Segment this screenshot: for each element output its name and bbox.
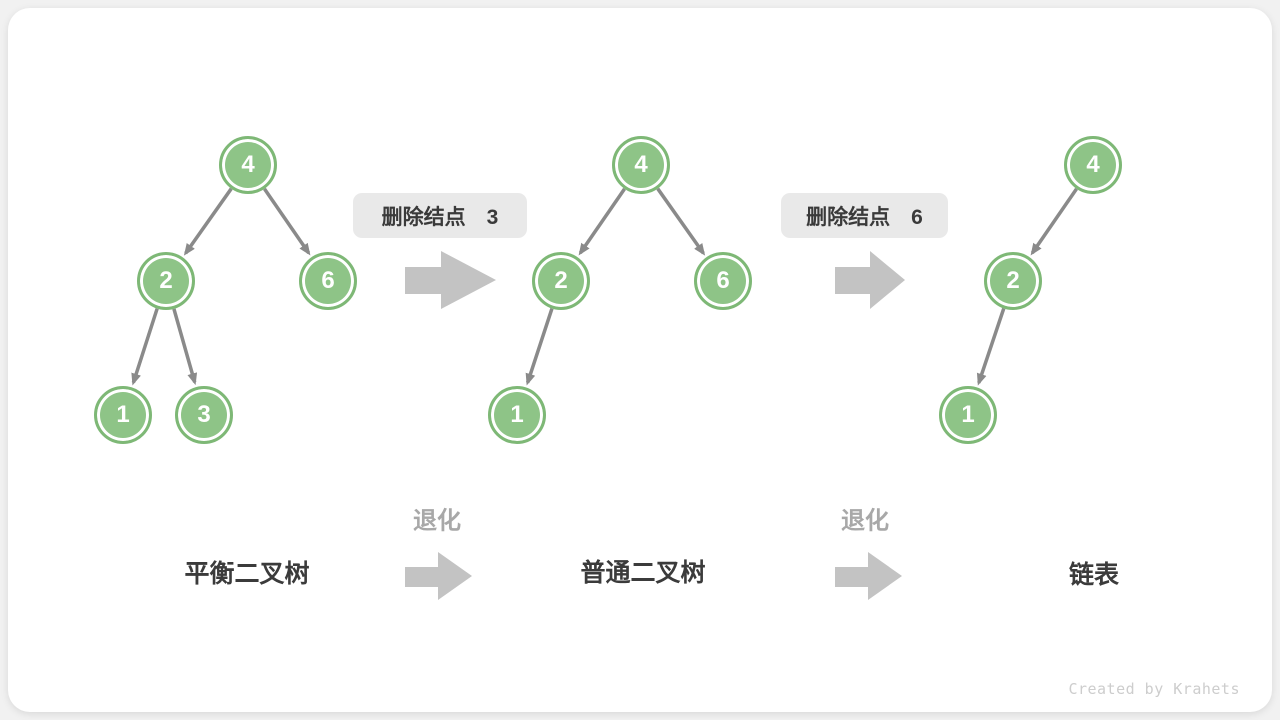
tree-1-node-6: 6 (299, 252, 357, 310)
tree-3-node-2: 2 (984, 252, 1042, 310)
tree-2-node-4: 4 (612, 136, 670, 194)
credit-watermark: Created by Krahets (1068, 680, 1240, 698)
diagram-card (8, 8, 1272, 712)
step-label-delete-3: 删除结点 3 (353, 193, 527, 238)
tree-1-node-4: 4 (219, 136, 277, 194)
transition-label-degrade-2: 退化 (841, 507, 889, 535)
tree-1-node-2: 2 (137, 252, 195, 310)
tree-2-node-1: 1 (488, 386, 546, 444)
tree-1-node-1: 1 (94, 386, 152, 444)
transition-label-degrade-1: 退化 (413, 507, 461, 535)
tree-3-node-1: 1 (939, 386, 997, 444)
tree-2-node-2: 2 (532, 252, 590, 310)
step-label-delete-6: 删除结点 6 (781, 193, 948, 238)
stage-label-balanced-tree: 平衡二叉树 (184, 560, 310, 588)
tree-1-node-3: 3 (175, 386, 233, 444)
tree-3-node-4: 4 (1064, 136, 1122, 194)
stage-label-linked-list: 链表 (1068, 561, 1120, 589)
tree-2-node-6: 6 (694, 252, 752, 310)
stage-label-ordinary-tree: 普通二叉树 (580, 559, 706, 587)
